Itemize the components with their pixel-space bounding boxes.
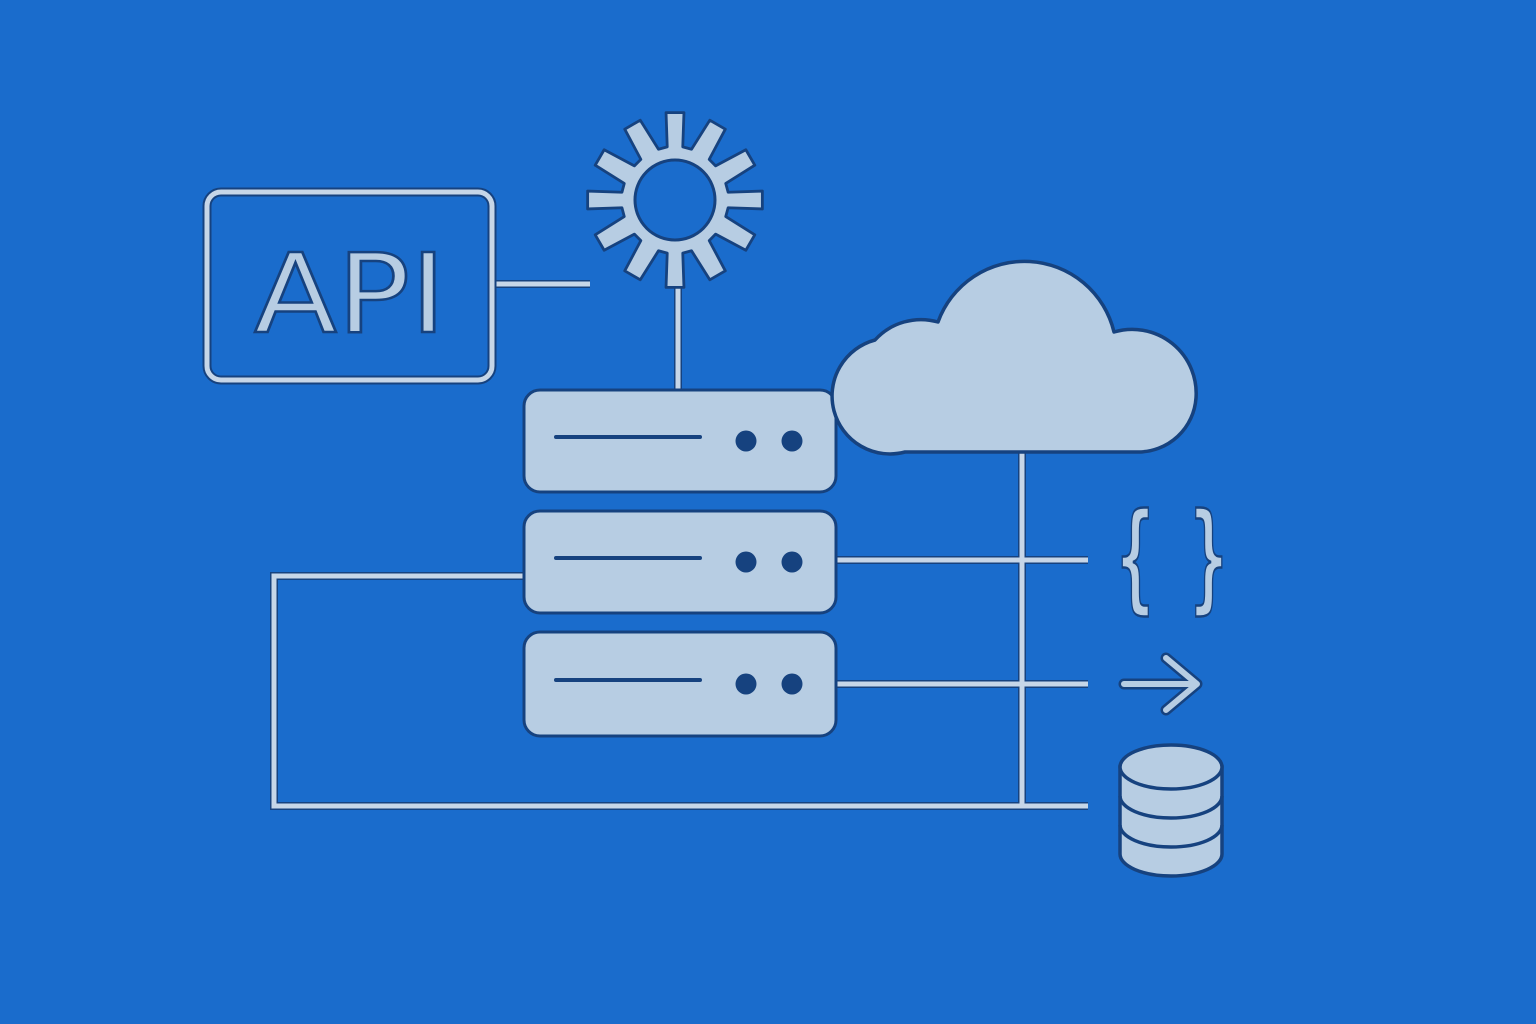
arrow-right-icon	[1118, 652, 1203, 716]
server-loop-line	[271, 573, 1088, 809]
server-rack-icon	[522, 388, 838, 738]
database-icon	[1118, 743, 1224, 878]
api-label: API	[254, 230, 446, 358]
code-braces-icon: { }	[1116, 486, 1229, 627]
server-unit-1	[522, 388, 838, 494]
gear-icon	[586, 111, 764, 289]
server-unit-2	[522, 509, 838, 615]
cloud-icon	[830, 259, 1198, 456]
braces-label: { }	[1117, 487, 1227, 625]
api-box: API	[202, 187, 497, 385]
connector-lines-inner	[271, 281, 1088, 809]
server-unit-3	[522, 630, 838, 738]
